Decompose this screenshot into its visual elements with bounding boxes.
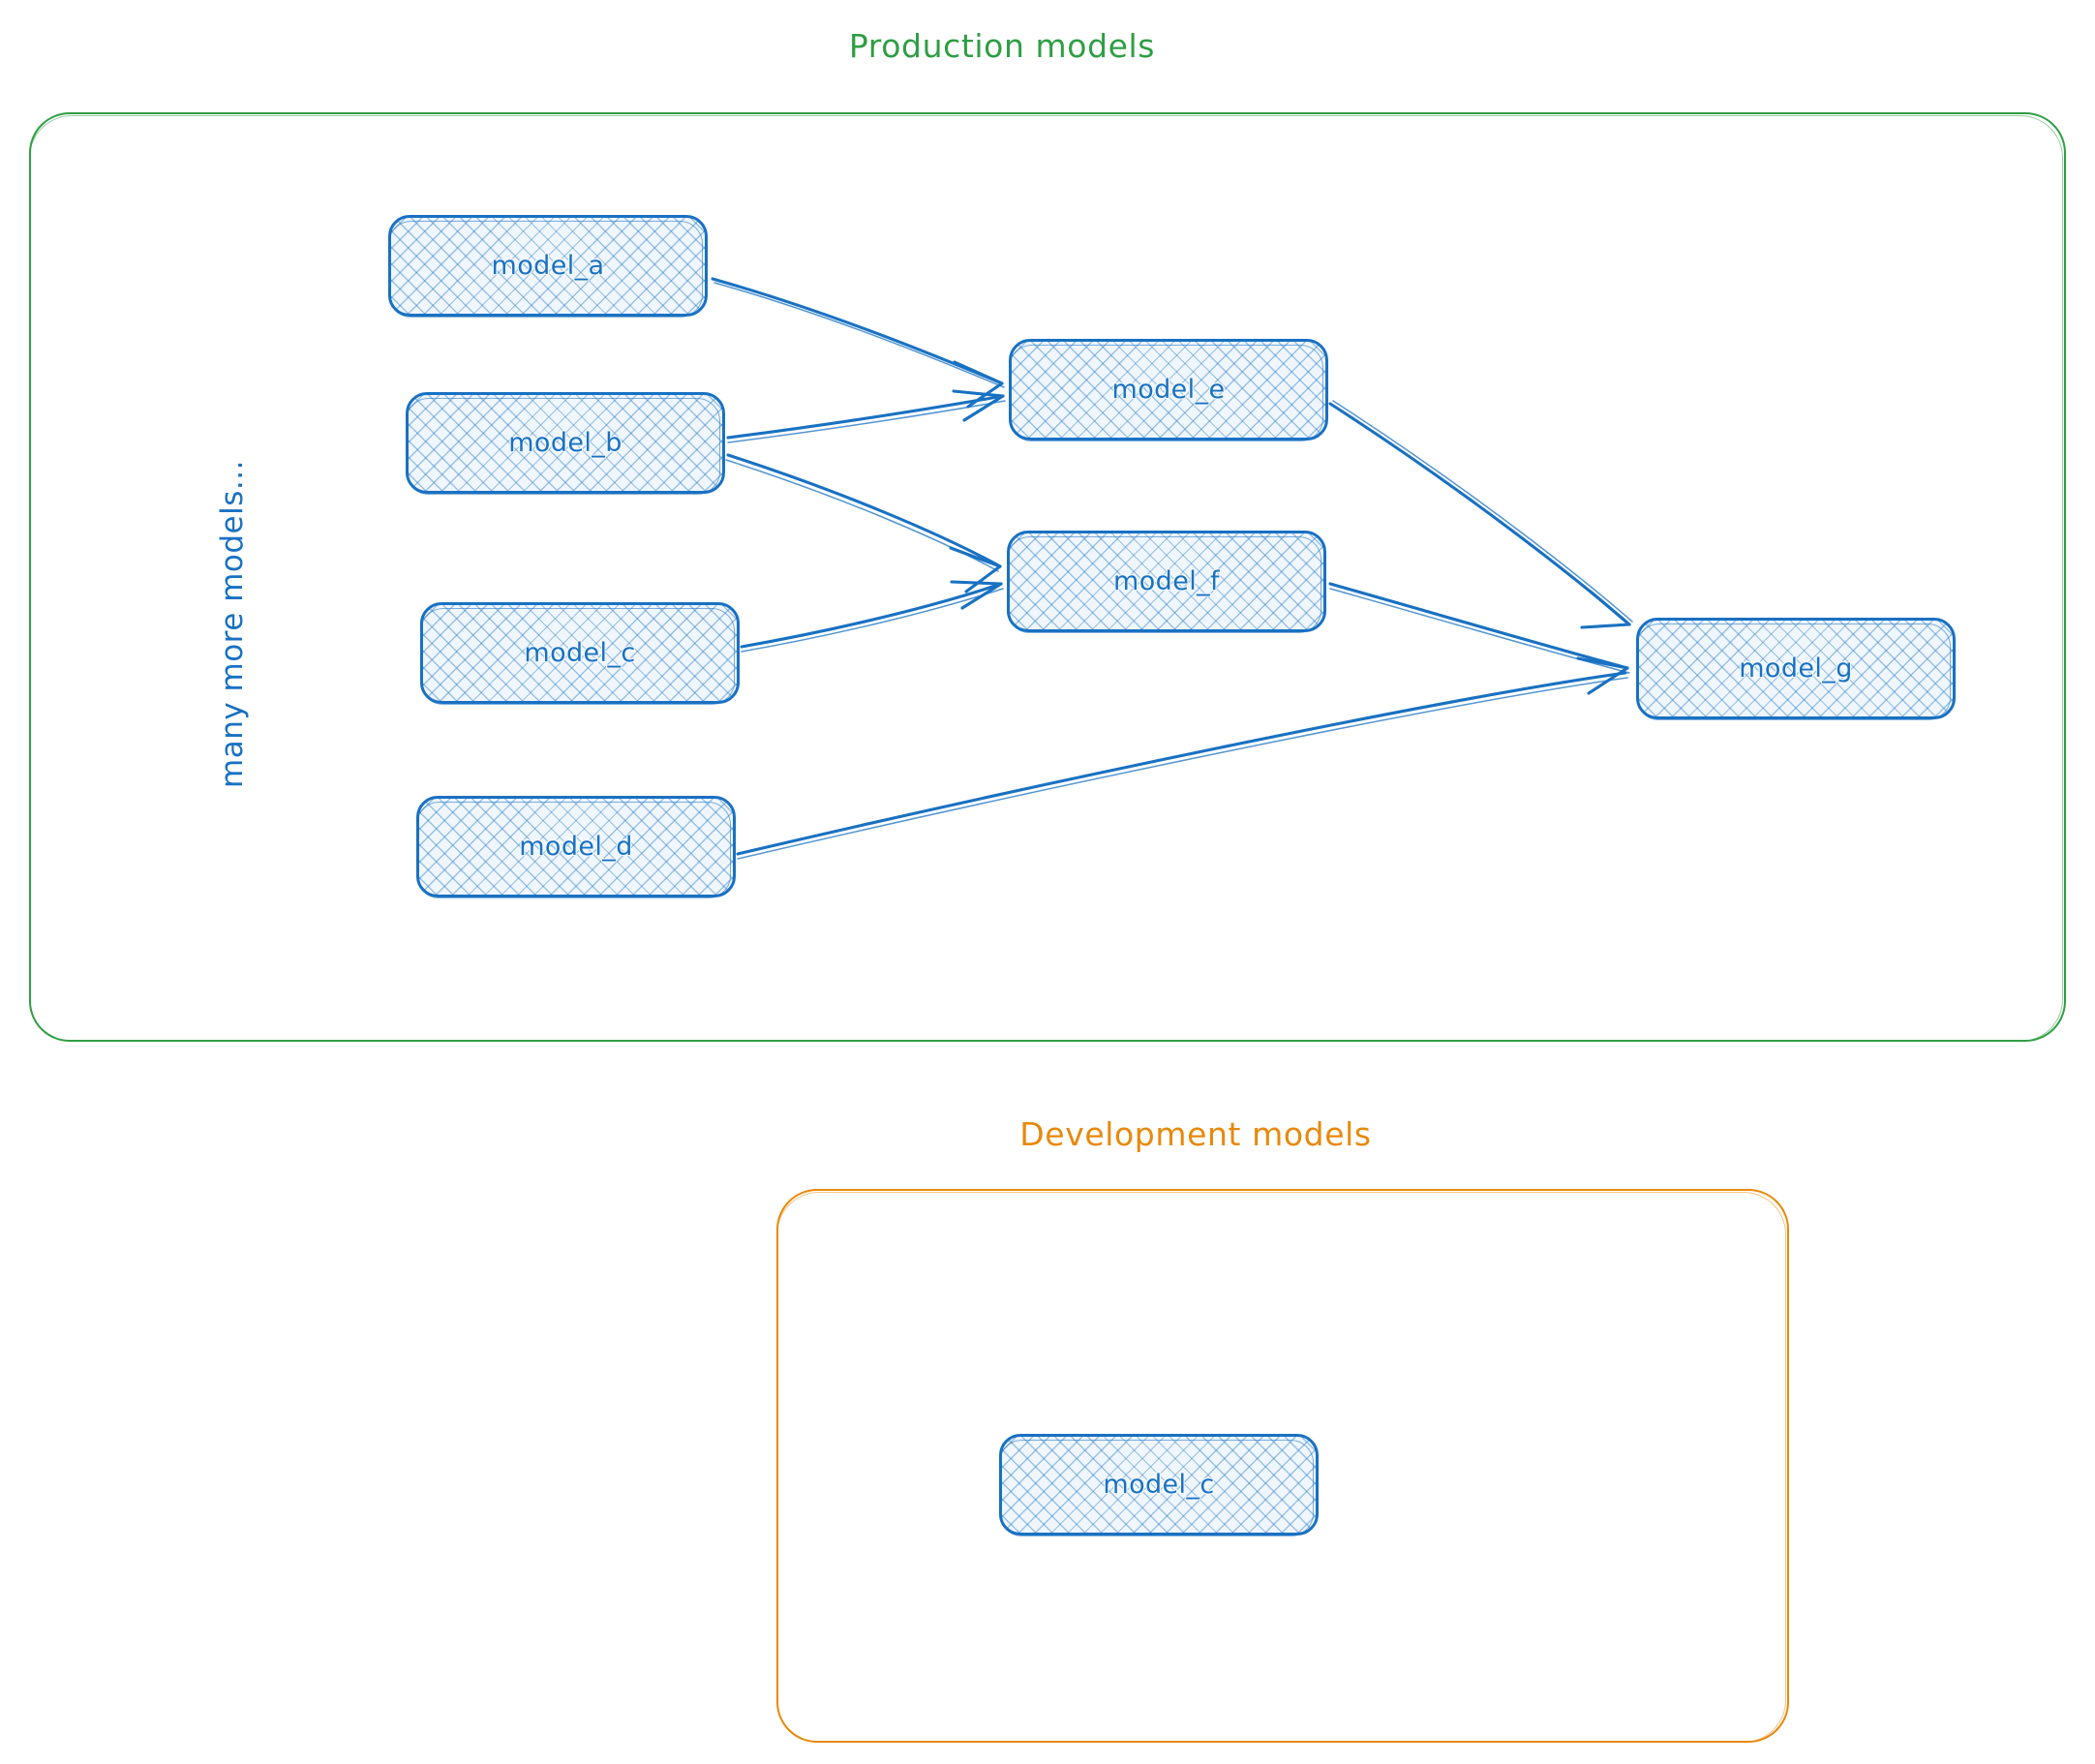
- model-node-label: model_g: [1739, 654, 1853, 684]
- model-node-dev-model-c[interactable]: model_c: [999, 1434, 1319, 1536]
- model-node-label: model_b: [508, 428, 622, 458]
- production-group-box[interactable]: [29, 112, 2066, 1042]
- many-more-models-annotation: many more models...: [215, 460, 250, 788]
- model-node-model-g[interactable]: model_g: [1636, 618, 1956, 720]
- production-group-title: Production models: [848, 27, 1156, 65]
- model-node-label: model_a: [491, 251, 605, 281]
- model-node-model-b[interactable]: model_b: [406, 392, 725, 495]
- model-node-label: model_c: [1103, 1470, 1215, 1500]
- model-node-label: model_c: [524, 638, 636, 668]
- model-node-model-c[interactable]: model_c: [420, 602, 740, 705]
- model-node-model-d[interactable]: model_d: [416, 796, 736, 898]
- model-node-model-e[interactable]: model_e: [1009, 339, 1328, 441]
- model-node-label: model_e: [1111, 375, 1226, 405]
- model-node-model-a[interactable]: model_a: [388, 215, 708, 318]
- model-node-label: model_f: [1113, 566, 1220, 596]
- development-group-title: Development models: [1019, 1115, 1372, 1153]
- model-node-label: model_d: [519, 832, 633, 862]
- development-group-box[interactable]: [776, 1189, 1789, 1743]
- model-node-model-f[interactable]: model_f: [1007, 531, 1326, 633]
